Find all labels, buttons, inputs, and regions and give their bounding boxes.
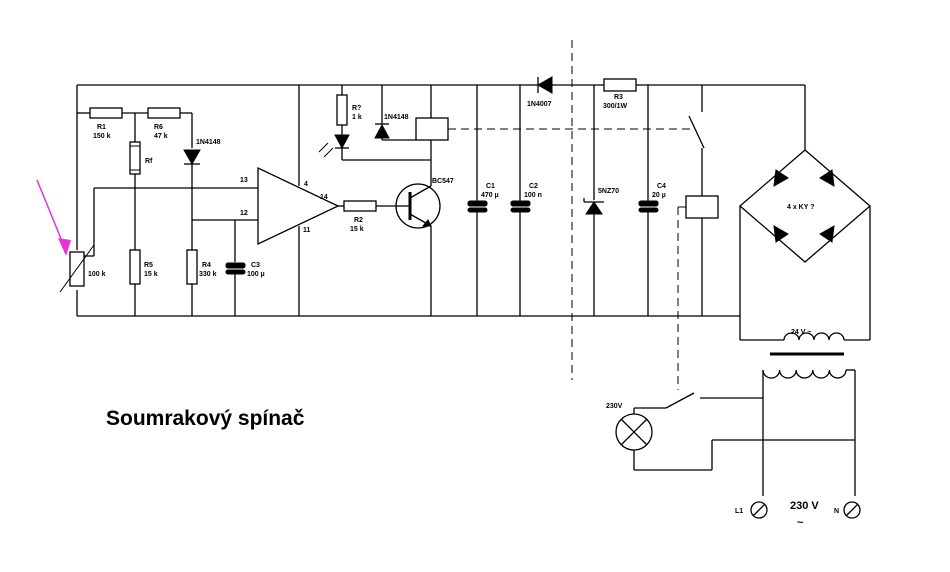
photoresistor-rf xyxy=(129,141,141,175)
pin-14: 14 xyxy=(320,194,328,201)
r1-ref: R1 xyxy=(97,124,106,131)
zener-value: 5NZ70 xyxy=(598,188,619,195)
transformer-secondary: 24 V ~ xyxy=(791,329,811,336)
pot-value: 100 k xyxy=(88,271,106,278)
led xyxy=(318,134,350,158)
mains-ac-symbol: ~ xyxy=(797,517,804,529)
resistor-r1 xyxy=(89,107,123,119)
r5-value: 15 k xyxy=(144,271,158,278)
terminal-n xyxy=(843,501,861,519)
diode-1n4148-top xyxy=(183,149,201,166)
relay-contact xyxy=(688,115,705,149)
r2-value: 15 k xyxy=(350,226,364,233)
zener-diode xyxy=(583,198,604,215)
r5-ref: R5 xyxy=(144,262,153,269)
r4-value: 330 k xyxy=(199,271,217,278)
c1-value: 470 µ xyxy=(481,192,499,199)
capacitor-c3 xyxy=(225,262,246,275)
bridge-rectifier xyxy=(739,149,871,263)
resistor-r4 xyxy=(186,249,198,285)
r2-ref: R2 xyxy=(354,217,363,224)
d-top-value: 1N4148 xyxy=(196,139,221,146)
d-relay-value: 1N4148 xyxy=(384,114,409,121)
pin-12: 12 xyxy=(240,210,248,217)
resistor-r2 xyxy=(343,200,377,212)
diagram-title: Soumrakový spínač xyxy=(106,407,305,430)
c3-ref: C3 xyxy=(251,262,260,269)
relay-coil xyxy=(415,117,449,141)
mains-l1-label: L1 xyxy=(735,508,743,515)
capacitor-c2 xyxy=(510,200,531,213)
r-led-ref: R? xyxy=(352,105,361,112)
mains-n-label: N xyxy=(834,508,839,515)
pin-11: 11 xyxy=(303,227,311,234)
terminal-l1 xyxy=(750,501,768,519)
c1-ref: C1 xyxy=(486,183,495,190)
opamp xyxy=(257,166,340,246)
c2-value: 100 n xyxy=(524,192,542,199)
r1-value: 150 k xyxy=(93,133,111,140)
lamp-value: 230V xyxy=(606,403,623,410)
transistor-bc547 xyxy=(395,183,441,229)
resistor-r5 xyxy=(129,249,141,285)
bridge-value: 4 x KY ? xyxy=(787,204,815,211)
mains-voltage: 230 V xyxy=(790,500,819,512)
diode-1n4007 xyxy=(530,76,556,94)
r-led-value: 1 k xyxy=(352,114,362,121)
c3-value: 100 µ xyxy=(247,271,265,278)
potentiometer xyxy=(59,187,258,293)
lamp-switch xyxy=(665,392,695,409)
r3-value: 300/1W xyxy=(603,103,628,110)
d-main-value: 1N4007 xyxy=(527,101,552,108)
c4-value: 20 µ xyxy=(652,192,666,199)
rf-ref: Rf xyxy=(145,158,153,165)
r3-ref: R3 xyxy=(614,94,623,101)
pointer-arrow xyxy=(36,179,71,256)
lamp xyxy=(615,413,653,451)
resistor-r3 xyxy=(603,78,637,92)
diode-1n4148-relay xyxy=(374,123,390,139)
c4-ref: C4 xyxy=(657,183,666,190)
pin-13: 13 xyxy=(240,177,248,184)
r6-value: 47 k xyxy=(154,133,168,140)
capacitor-c4 xyxy=(638,200,659,213)
capacitor-c1 xyxy=(467,200,488,213)
resistor-r-led xyxy=(336,94,348,126)
r4-ref: R4 xyxy=(202,262,211,269)
q-value: BC547 xyxy=(432,178,454,185)
relay-coil-2 xyxy=(685,195,719,219)
transformer xyxy=(762,332,847,379)
c2-ref: C2 xyxy=(529,183,538,190)
pin-4: 4 xyxy=(304,181,308,188)
r6-ref: R6 xyxy=(154,124,163,131)
resistor-r6 xyxy=(147,107,181,119)
